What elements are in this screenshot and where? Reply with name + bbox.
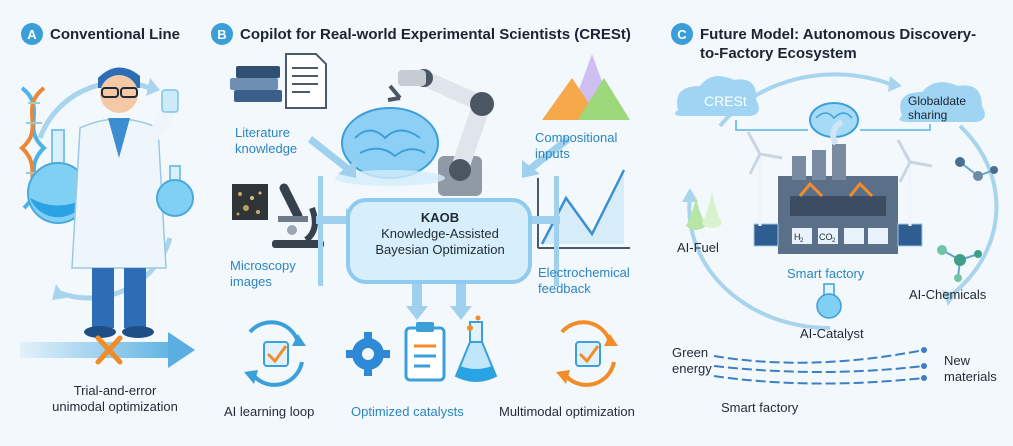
new-materials-line2: materials [944,369,997,384]
cycle-arc-right [948,124,999,298]
kaob-title: KAOB [420,210,460,225]
kaob-label: KAOB Knowledge-Assisted Bayesian Optimiz… [350,210,530,258]
literature-line2: knowledge [235,141,298,156]
brain-icon [335,107,445,186]
compositional-label: Compositional inputs [535,130,617,162]
connector-right [860,124,931,131]
panel-a-letter: A [27,26,37,42]
global-sharing-cloud-icon [899,82,985,122]
microscope-icon [272,183,324,248]
compositional-line2: inputs [535,146,570,161]
new-materials-line1: New [944,353,971,368]
panel-b-bottom-icons [244,315,618,387]
kaob-line3: Bayesian Optimization [375,242,505,257]
panel-b-illustration [230,53,630,320]
ai-fuel-label: AI-Fuel [677,240,719,255]
books-icon [230,66,282,102]
wind-turbine-right-icon [896,139,933,226]
kaob-box [346,198,532,284]
co2-subscript: 2 [832,238,836,244]
co2-label: CO [819,232,833,242]
panel-c-letter: C [677,26,687,42]
microscopy-image-icon [232,184,268,220]
crest-cloud-icon [675,76,759,116]
conical-flask-icon-blue [454,315,498,382]
document-icon [285,53,327,109]
crest-cloud-label: CRESt [704,93,747,109]
ai-brain-icon [809,102,859,138]
panel-c-illustration: H 2 CO 2 [675,72,999,331]
multimodal-loop-icon [556,320,618,387]
panel-a-caption-line1: Trial-and-error [73,383,157,398]
trial-error-arrow [20,332,195,368]
round-flask-icon [27,129,89,224]
global-sharing-label: Globaldate sharing [908,94,966,122]
clipboard-icon [404,322,446,382]
connector-left [735,120,808,131]
h2-label: H [794,232,801,242]
ai-catalyst-label: AI-Catalyst [800,326,864,341]
fuel-drops-icon [686,190,722,230]
panel-c-title-line2: to-Factory Ecosystem [700,45,857,62]
global-sharing-line1: Globaldate [908,94,967,108]
catalyst-flask-icon [816,283,842,319]
wind-turbine-left-icon [746,131,783,226]
ai-learning-loop-label: AI learning loop [224,404,315,419]
composition-triangles-icon [542,54,630,120]
molecule-icon-bottom [937,245,982,282]
green-energy-label: Green energy [672,345,712,377]
bottom-flow-lines [713,347,927,385]
kaob-line2: Knowledge-Assisted [381,226,499,241]
literature-line1: Literature [235,125,290,140]
molecule-icon-top [955,157,998,181]
panel-c-title: Future Model: Autonomous Discovery- to-F… [700,25,976,63]
panel-a-illustration [18,67,194,338]
scientist-figure [71,67,179,338]
panel-b-badge: B [211,23,233,45]
green-energy-line1: Green [672,345,709,360]
panel-a-badge: A [21,23,43,45]
electrochemical-line1: Electrochemical [538,265,630,280]
panel-c-badge: C [671,23,693,45]
multimodal-optimization-label: Multimodal optimization [499,404,635,419]
panel-a-caption: Trial-and-error unimodal optimization [20,383,210,415]
panel-b-title: Copilot for Real-world Experimental Scie… [240,26,631,43]
electrochemical-label: Electrochemical feedback [538,265,630,297]
panel-a-title: Conventional Line [50,26,181,43]
ai-chemicals-label: AI-Chemicals [909,287,987,302]
electrochemical-chart-icon [537,169,630,249]
factory-icon: H 2 CO 2 [753,119,923,254]
panel-c-title-line1: Future Model: Autonomous Discovery- [700,26,977,43]
new-materials-label: New materials [944,353,997,385]
arrowhead-bottom [52,284,66,300]
panel-b-letter: B [217,26,227,42]
literature-label: Literature knowledge [235,125,297,157]
h2-subscript: 2 [800,238,804,244]
global-sharing-line2: sharing [908,108,948,122]
learning-loop-icon [244,320,306,387]
panel-a-caption-line2: unimodal optimization [52,399,178,414]
gear-icon [346,332,390,376]
electrochemical-line2: feedback [538,281,591,296]
microscopy-line1: Microscopy [230,258,296,273]
microscopy-line2: images [230,274,272,289]
robot-arm-icon [387,69,494,196]
smart-factory-bottom-label: Smart factory [721,400,799,415]
conical-flask-icon [156,165,194,217]
cross-icon [95,335,123,365]
microscopy-label: Microscopy images [230,258,296,290]
arrowhead-top [146,78,160,96]
green-energy-line2: energy [672,361,712,376]
optimized-catalysts-label: Optimized catalysts [351,404,464,419]
smart-factory-label: Smart factory [787,266,865,281]
compositional-line1: Compositional [535,130,618,145]
